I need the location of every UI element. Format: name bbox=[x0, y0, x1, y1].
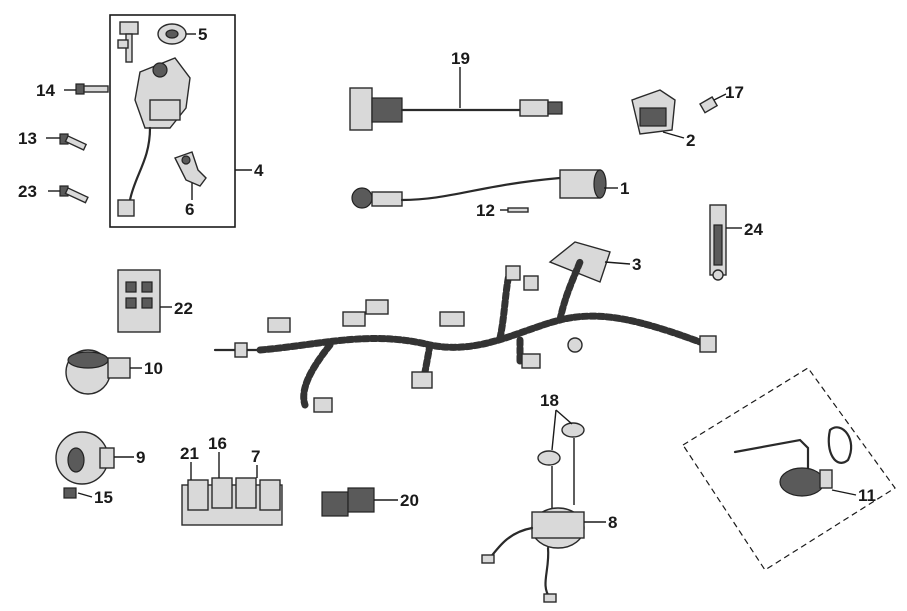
label-24: 24 bbox=[744, 220, 763, 239]
part-4-ignition-switch[interactable] bbox=[117, 57, 191, 217]
part-18-nuts[interactable] bbox=[537, 422, 585, 510]
part-15-bolt[interactable] bbox=[63, 487, 77, 499]
label-4: 4 bbox=[254, 161, 264, 180]
label-20: 20 bbox=[400, 491, 419, 510]
part-23-bolt[interactable] bbox=[59, 185, 89, 204]
label-2: 2 bbox=[686, 131, 695, 150]
label-1: 1 bbox=[620, 179, 629, 198]
label-7: 7 bbox=[251, 447, 260, 466]
part-19-switch-cable[interactable] bbox=[349, 87, 563, 131]
ignition-group-frame bbox=[109, 14, 236, 228]
label-14: 14 bbox=[36, 81, 55, 100]
part-12-screw[interactable] bbox=[507, 207, 529, 213]
label-3: 3 bbox=[632, 255, 641, 274]
label-8: 8 bbox=[608, 513, 617, 532]
callout-labels: 5 4 6 14 13 23 19 2 17 1 12 24 3 22 10 9… bbox=[18, 25, 876, 532]
label-11: 11 bbox=[858, 486, 876, 505]
label-16: 16 bbox=[208, 434, 227, 453]
part-17-screw[interactable] bbox=[699, 96, 719, 114]
label-5: 5 bbox=[198, 25, 207, 44]
label-12: 12 bbox=[476, 201, 495, 220]
part-13-bolt[interactable] bbox=[59, 133, 88, 151]
leader-lines bbox=[46, 33, 857, 523]
label-18: 18 bbox=[540, 391, 559, 410]
part-24-fuse-holder[interactable] bbox=[709, 204, 727, 281]
part-14-bolt[interactable] bbox=[75, 83, 109, 95]
part-5-key-set[interactable] bbox=[117, 21, 187, 63]
part-1-ignition-coil[interactable] bbox=[351, 169, 607, 209]
part-6-seat-lock[interactable] bbox=[174, 151, 207, 187]
part-22-connector[interactable] bbox=[117, 269, 161, 333]
label-6: 6 bbox=[185, 200, 194, 219]
label-13: 13 bbox=[18, 129, 37, 148]
label-17: 17 bbox=[725, 83, 744, 102]
part-8-starter-relay[interactable] bbox=[481, 507, 585, 603]
label-15: 15 bbox=[94, 488, 113, 507]
relay-block[interactable] bbox=[181, 477, 283, 526]
part-20-connector-pair[interactable] bbox=[321, 487, 375, 517]
label-9: 9 bbox=[136, 448, 145, 467]
main-wiring-harness[interactable] bbox=[213, 258, 717, 413]
label-23: 23 bbox=[18, 182, 37, 201]
label-22: 22 bbox=[174, 299, 193, 318]
part-9-horn[interactable] bbox=[55, 431, 115, 485]
part-2-regulator[interactable] bbox=[631, 89, 676, 135]
part-11-sensor-unit[interactable] bbox=[733, 426, 853, 497]
part-11-group-frame bbox=[682, 367, 896, 571]
part-10-flasher[interactable] bbox=[65, 349, 131, 395]
label-19: 19 bbox=[451, 49, 470, 68]
label-21: 21 bbox=[180, 444, 199, 463]
label-10: 10 bbox=[144, 359, 163, 378]
